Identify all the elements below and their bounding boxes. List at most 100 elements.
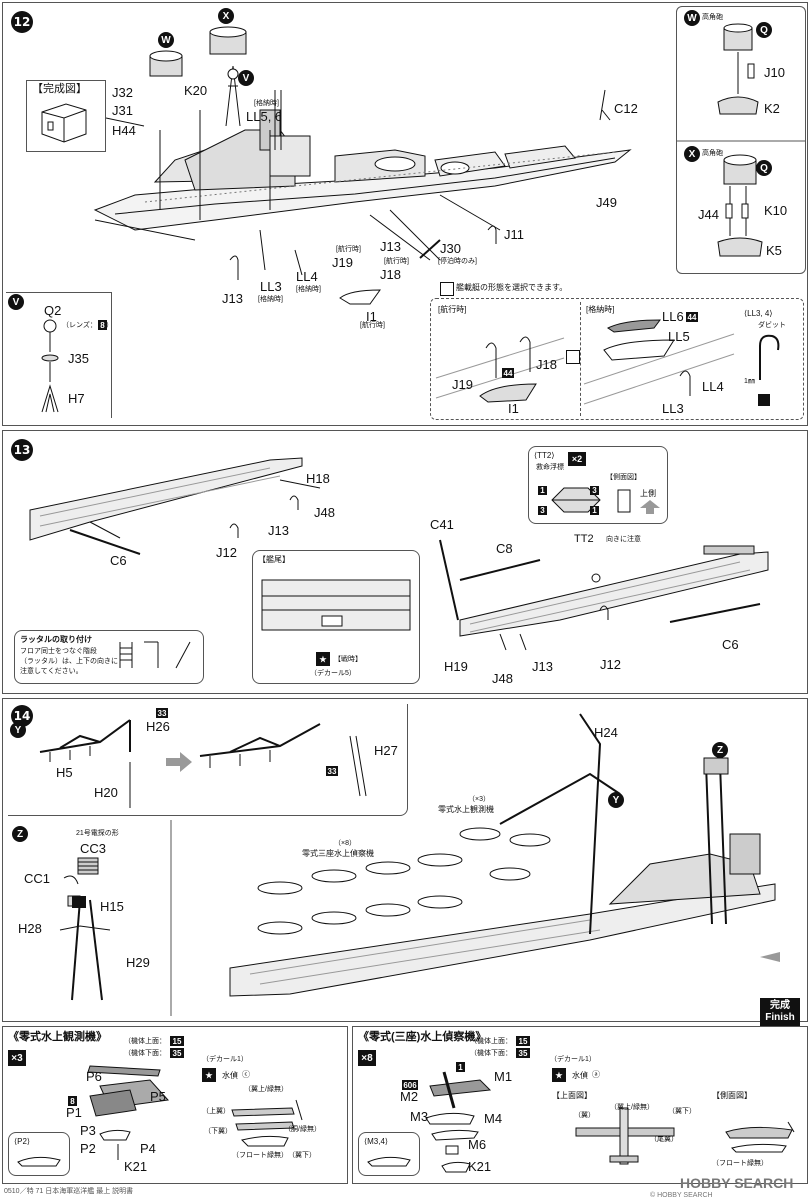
- step12-number: 12: [11, 11, 33, 33]
- s13-C6b: C6: [722, 637, 739, 652]
- br-M4: M4: [484, 1111, 503, 1126]
- part-C12: C12: [614, 101, 638, 116]
- part-J11: J11: [504, 227, 524, 242]
- sub-mid-title: [格納時]: [586, 305, 615, 314]
- br-M3: M3: [410, 1109, 429, 1124]
- bl-top-note: （機体上面：: [124, 1038, 166, 1045]
- main-H24: H24: [594, 725, 618, 740]
- tt2-n3a: 3: [590, 486, 599, 495]
- br-M2: M2: [400, 1089, 419, 1104]
- bl-top-badge: 15: [170, 1036, 184, 1046]
- y-H26: H26: [146, 719, 170, 734]
- br-sub-lower: （翼下）: [668, 1108, 696, 1115]
- br-sub-wing: （翼）: [574, 1112, 595, 1119]
- part-J18: J18: [380, 267, 401, 282]
- v-part-H7: H7: [68, 391, 85, 406]
- y-badge33b: 33: [326, 766, 338, 776]
- br-mark-letter: ⓐ: [592, 1070, 600, 1079]
- ladder-text1: フロア同士をつなぐ階段: [20, 648, 97, 655]
- stern-mark: ★: [316, 652, 330, 666]
- ladder-text2: （ラッタル）は、上下の向きに: [20, 658, 118, 665]
- ladder-icons: [119, 641, 191, 669]
- br-top-view: 【上面図】: [552, 1091, 592, 1100]
- marker-w-right: W: [684, 10, 700, 26]
- tt2-sub: 救命浮標: [536, 464, 564, 471]
- bl-bottom-badge: 35: [170, 1048, 184, 1058]
- bl-decal-star: ★: [202, 1068, 216, 1082]
- sub-mid-LL6: LL6: [662, 309, 684, 324]
- select-note-icon: [440, 282, 454, 296]
- s13-J12b: J12: [600, 657, 621, 672]
- sub-left-title: [航行時]: [438, 305, 467, 314]
- s13-TT2-note: 向きに注意: [606, 536, 641, 543]
- tt2-side-view: [617, 489, 631, 513]
- sub-mid-badge: 44: [686, 312, 698, 322]
- bl-inset: [8, 1132, 70, 1176]
- tt2-n3b: 3: [538, 506, 547, 515]
- footer-code: 0510／特 71 日本海軍巡洋艦 最上 説明書: [4, 1188, 134, 1195]
- s13-C6a: C6: [110, 553, 127, 568]
- br-decal: （デカール1）: [550, 1056, 596, 1063]
- marker-v-box: V: [8, 294, 24, 310]
- main-recon-plane: 零式三座水上偵察機: [302, 849, 374, 858]
- br-sub-float: （フロート緑無）: [712, 1160, 768, 1167]
- sub-mid-box: [580, 302, 738, 416]
- marker-x-right: X: [684, 146, 700, 162]
- w-part-J10: J10: [764, 65, 785, 80]
- part-J13-upper: J13: [380, 239, 401, 254]
- step14-panel: 14: [2, 698, 808, 1022]
- y-box: [8, 704, 408, 816]
- marker-w-step12: W: [158, 32, 174, 48]
- step13-panel: 13: [2, 430, 808, 694]
- bl-P1-badge: 8: [68, 1096, 77, 1106]
- finish-badge: 完成 Finish: [760, 998, 800, 1026]
- y-crane-left: [39, 719, 131, 808]
- bl-mark-letter: ⓒ: [242, 1070, 250, 1079]
- tt2-up-arrow: [640, 500, 660, 514]
- sub-mid-LL4: LL4: [702, 379, 724, 394]
- bl-sub-upper-wing: （上翼）: [202, 1108, 230, 1115]
- part-J19-note: [航行時]: [336, 246, 361, 253]
- main-obs-plane: 零式水上観測機: [438, 805, 494, 814]
- br-sub-tail: （尾翼）: [650, 1136, 678, 1143]
- stern-decal: （デカール5）: [310, 670, 356, 677]
- finish-en: Finish: [765, 1012, 795, 1023]
- sub-left-drawing: [435, 336, 565, 403]
- bl-sub-upper: （翼上/緑無）: [244, 1086, 288, 1093]
- bl-sub-lower: （翼下）: [288, 1152, 316, 1159]
- complete-view-turret: [41, 103, 87, 143]
- y-arrow: [166, 752, 192, 772]
- v-lens-badge: 8: [98, 320, 107, 330]
- br-top-badge: 15: [516, 1036, 530, 1046]
- part-J30-note: [停泊時のみ]: [438, 258, 477, 265]
- br-plane-exploded: [425, 1071, 492, 1173]
- sub-mid-LL5: LL5: [668, 329, 690, 344]
- sub-left-I1: I1: [508, 401, 519, 416]
- bl-decal: （デカール1）: [202, 1056, 248, 1063]
- sub-left-badge: 44: [502, 368, 514, 378]
- z-radar: [77, 857, 99, 875]
- bl-K21: K21: [124, 1159, 148, 1174]
- mast-v: [225, 65, 241, 127]
- x-part-K5: K5: [766, 243, 782, 258]
- br-M6: M6: [468, 1137, 487, 1152]
- part-J13-lower: J13: [222, 291, 243, 306]
- bl-P2: P2: [80, 1141, 96, 1156]
- bl-sub-float: （フロート緑無）: [232, 1152, 288, 1159]
- x-turret-exploded: [717, 154, 763, 257]
- x-note: 高角砲: [702, 150, 723, 157]
- footer-watermark: HOBBY SEARCH: [680, 1175, 794, 1191]
- bl-sub-body: （胴/緑無）: [284, 1126, 321, 1133]
- complete-leader: [105, 117, 145, 127]
- s13-J48a: J48: [314, 505, 335, 520]
- tt2-up: 上側: [640, 489, 656, 498]
- stern-drawing: [261, 579, 411, 631]
- x-part-K10: K10: [764, 203, 788, 218]
- bl-plane-view: [231, 1099, 303, 1147]
- s13-J13a: J13: [268, 523, 289, 538]
- br-inset-float: [367, 1156, 411, 1167]
- part-J31: J31: [112, 103, 133, 118]
- step14-arrows: [760, 952, 780, 962]
- bottom-right-panel: [352, 1026, 808, 1184]
- tt2-drawing: [551, 487, 601, 513]
